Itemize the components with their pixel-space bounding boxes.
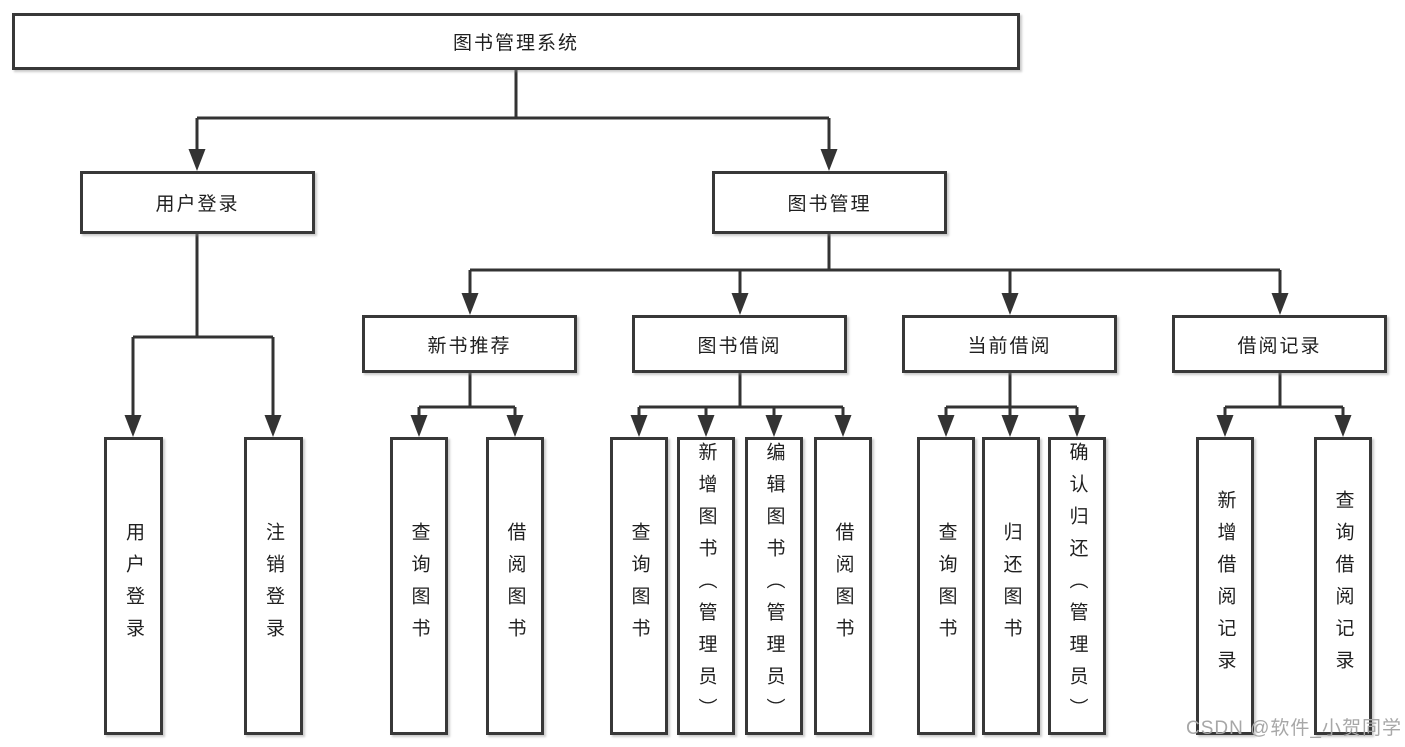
node-borrow-records: 借阅记录 [1172,315,1387,373]
node-label: 图书管理 [787,194,872,215]
node-current-borrow: 当前借阅 [902,315,1117,373]
leaf-current-query-books: 查询图书 [917,437,975,735]
leaf-user-login: 用户登录 [104,437,163,735]
node-label: 查询借阅记录 [1332,490,1354,682]
leaf-borrow-borrow-books: 借阅图书 [814,437,872,735]
leaf-borrow-query-books: 查询图书 [610,437,668,735]
leaf-records-query-record: 查询借阅记录 [1314,437,1372,735]
leaf-borrow-edit-books-admin: 编辑图书（管理员） [745,437,803,735]
node-label: 新增图书（管理员） [695,442,717,730]
leaf-logout: 注销登录 [244,437,303,735]
node-label: 编辑图书（管理员） [763,442,785,730]
node-label: 新增借阅记录 [1214,490,1236,682]
node-label: 图书管理系统 [452,33,579,54]
node-book-borrow: 图书借阅 [632,315,847,373]
node-label: 当前借阅 [967,335,1052,357]
leaf-current-confirm-return-admin: 确认归还（管理员） [1048,437,1106,735]
leaf-recommend-query-books: 查询图书 [390,437,448,735]
csdn-watermark: CSDN @软件_小贺同学 [1186,718,1402,739]
node-label: 查询图书 [935,522,957,650]
node-label: 查询图书 [408,522,430,650]
leaf-recommend-borrow-books: 借阅图书 [486,437,544,735]
node-label: 归还图书 [1000,522,1022,650]
node-user-login: 用户登录 [80,171,315,234]
leaf-records-add-record: 新增借阅记录 [1196,437,1254,735]
node-label: 用户登录 [155,194,240,215]
node-label: 新书推荐 [427,335,512,357]
node-label: 借阅图书 [832,522,854,650]
node-new-book-recommend: 新书推荐 [362,315,577,373]
node-label: 注销登录 [263,522,284,650]
leaf-borrow-add-books-admin: 新增图书（管理员） [677,437,735,735]
node-label: 用户登录 [123,522,144,650]
arrowheads [124,149,1352,437]
node-label: 借阅记录 [1237,335,1322,357]
leaf-current-return-books: 归还图书 [982,437,1040,735]
node-book-management: 图书管理 [712,171,947,234]
node-label: 借阅图书 [504,522,526,650]
node-label: 图书借阅 [697,335,782,357]
node-root-system: 图书管理系统 [12,13,1020,70]
node-label: 确认归还（管理员） [1066,442,1088,730]
node-label: 查询图书 [628,522,650,650]
